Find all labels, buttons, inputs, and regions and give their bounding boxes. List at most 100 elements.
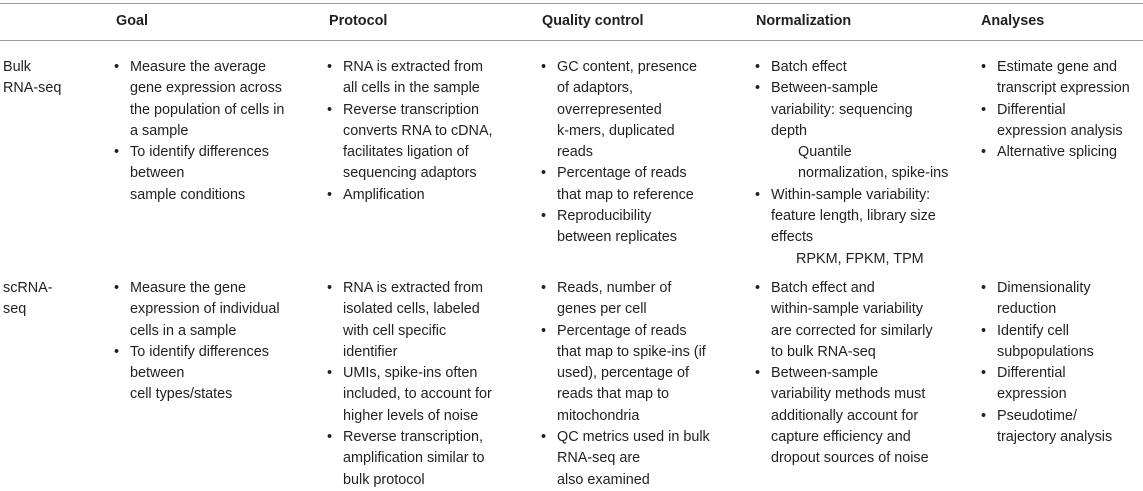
- bullet-icon: •: [981, 59, 987, 75]
- list-item-line: with cell specific: [343, 322, 447, 339]
- bullet-icon: •: [327, 429, 333, 446]
- list-item-line: Differential: [997, 365, 1066, 382]
- list-item-line: Reverse transcription: [343, 101, 479, 118]
- list-item-line: genes per cell: [557, 301, 647, 318]
- bullet-icon: •: [327, 101, 333, 118]
- list-item-line: Estimate gene and: [997, 59, 1118, 75]
- list-item-line: the population of cells in: [130, 101, 285, 118]
- bullet-icon: •: [327, 186, 333, 203]
- list-item-line: between: [130, 165, 185, 182]
- list-item-line: sequencing adaptors: [343, 165, 477, 182]
- bullet-icon: •: [114, 280, 120, 296]
- list-item-line: overrepresented: [557, 101, 662, 118]
- list-item-line: between replicates: [557, 229, 677, 246]
- list-item-line: Batch effect: [771, 59, 847, 75]
- list-item-line: GC content, presence: [557, 59, 697, 75]
- list-item-line: QC metrics used in bulk: [557, 429, 710, 446]
- list-item-subline: RPKM, FPKM, TPM: [796, 250, 924, 267]
- row-label-line: RNA-seq: [3, 80, 62, 97]
- list-item-line: reduction: [997, 301, 1057, 318]
- list-item-line: between: [130, 365, 185, 382]
- cell-quality-control: • Reads, number of genes per cell •Percenta…: [540, 278, 745, 491]
- list-item-line: RNA-seq are: [557, 450, 641, 467]
- list-item-line: variability methods must: [771, 386, 926, 403]
- list-item-line: additionally account for: [771, 407, 919, 424]
- header-quality-control: Quality control: [542, 13, 644, 29]
- list-item-line: transcript expression: [997, 80, 1130, 97]
- bullet-icon: •: [541, 280, 547, 296]
- list-item-line: Pseudotime/: [997, 407, 1077, 424]
- row-label: scRNA-seq: [3, 278, 53, 321]
- list-item-line: Measure the gene: [130, 280, 247, 296]
- list-item-line: To identify differences: [130, 144, 269, 161]
- bullet-icon: •: [114, 144, 120, 161]
- list-item-line: To identify differences: [130, 343, 269, 360]
- list-item-line: reads that map to: [557, 386, 669, 403]
- list-item-line: Alternative splicing: [997, 144, 1117, 161]
- list-item-line: to bulk RNA-seq: [771, 343, 876, 360]
- bullet-icon: •: [541, 59, 547, 75]
- list-item-line: are corrected for similarly: [771, 322, 933, 339]
- list-item-line: Reproducibility: [557, 208, 652, 225]
- list-item-line: Reverse transcription,: [343, 429, 483, 446]
- list-item: •Amplification: [326, 185, 531, 206]
- list-item-line: isolated cells, labeled: [343, 301, 480, 318]
- bullet-icon: •: [755, 186, 761, 203]
- list-item: • Within-sample variability: feature lengt…: [754, 185, 974, 270]
- list-item: • Measure the gene expression of individua…: [113, 278, 313, 342]
- cell-quality-control: • GC content, presence of adaptors, overrep…: [540, 57, 745, 249]
- list-item-line: that map to spike-ins (if: [557, 343, 706, 360]
- header-normalization: Normalization: [756, 13, 852, 29]
- list-item-line: dropout sources of noise: [771, 450, 929, 467]
- bullet-icon: •: [114, 343, 120, 360]
- bullet-icon: •: [981, 280, 987, 296]
- cell-analyses: • Estimate gene and transcript expression •…: [980, 57, 1140, 163]
- list-item-line: RNA is extracted from: [343, 280, 483, 296]
- bullet-icon: •: [541, 429, 547, 446]
- list-item-line: facilitates ligation of: [343, 144, 469, 161]
- list-item-line: trajectory analysis: [997, 429, 1113, 446]
- list-item-line: Within-sample variability:: [771, 186, 931, 203]
- row-label-line: scRNA-: [3, 280, 53, 296]
- list-item-line: expression: [997, 386, 1067, 403]
- table-top-rule: [0, 3, 1143, 4]
- list-item-line: within-sample variability: [771, 301, 923, 318]
- list-item-line: cells in a sample: [130, 322, 237, 339]
- list-item-line: expression analysis: [997, 122, 1123, 139]
- list-item-line: cell types/states: [130, 386, 233, 403]
- bullet-icon: •: [541, 322, 547, 339]
- row-label-line: seq: [3, 301, 27, 318]
- list-item-line: RNA is extracted from: [343, 59, 483, 75]
- list-item-line: expression of individual: [130, 301, 280, 318]
- list-item-line: capture efficiency and: [771, 429, 911, 446]
- header-protocol: Protocol: [329, 13, 388, 29]
- bullet-icon: •: [541, 165, 547, 182]
- list-item-line: Reads, number of: [557, 280, 672, 296]
- list-item-line: also examined: [557, 471, 650, 488]
- list-item-line: of adaptors,: [557, 80, 634, 97]
- list-item-line: Identify cell: [997, 322, 1069, 339]
- list-item-line: Measure the average: [130, 59, 266, 75]
- list-item-line: that map to reference: [557, 186, 694, 203]
- list-item-line: feature length, library size: [771, 208, 936, 225]
- bullet-icon: •: [755, 365, 761, 382]
- list-item-line: identifier: [343, 343, 398, 360]
- bullet-icon: •: [981, 365, 987, 382]
